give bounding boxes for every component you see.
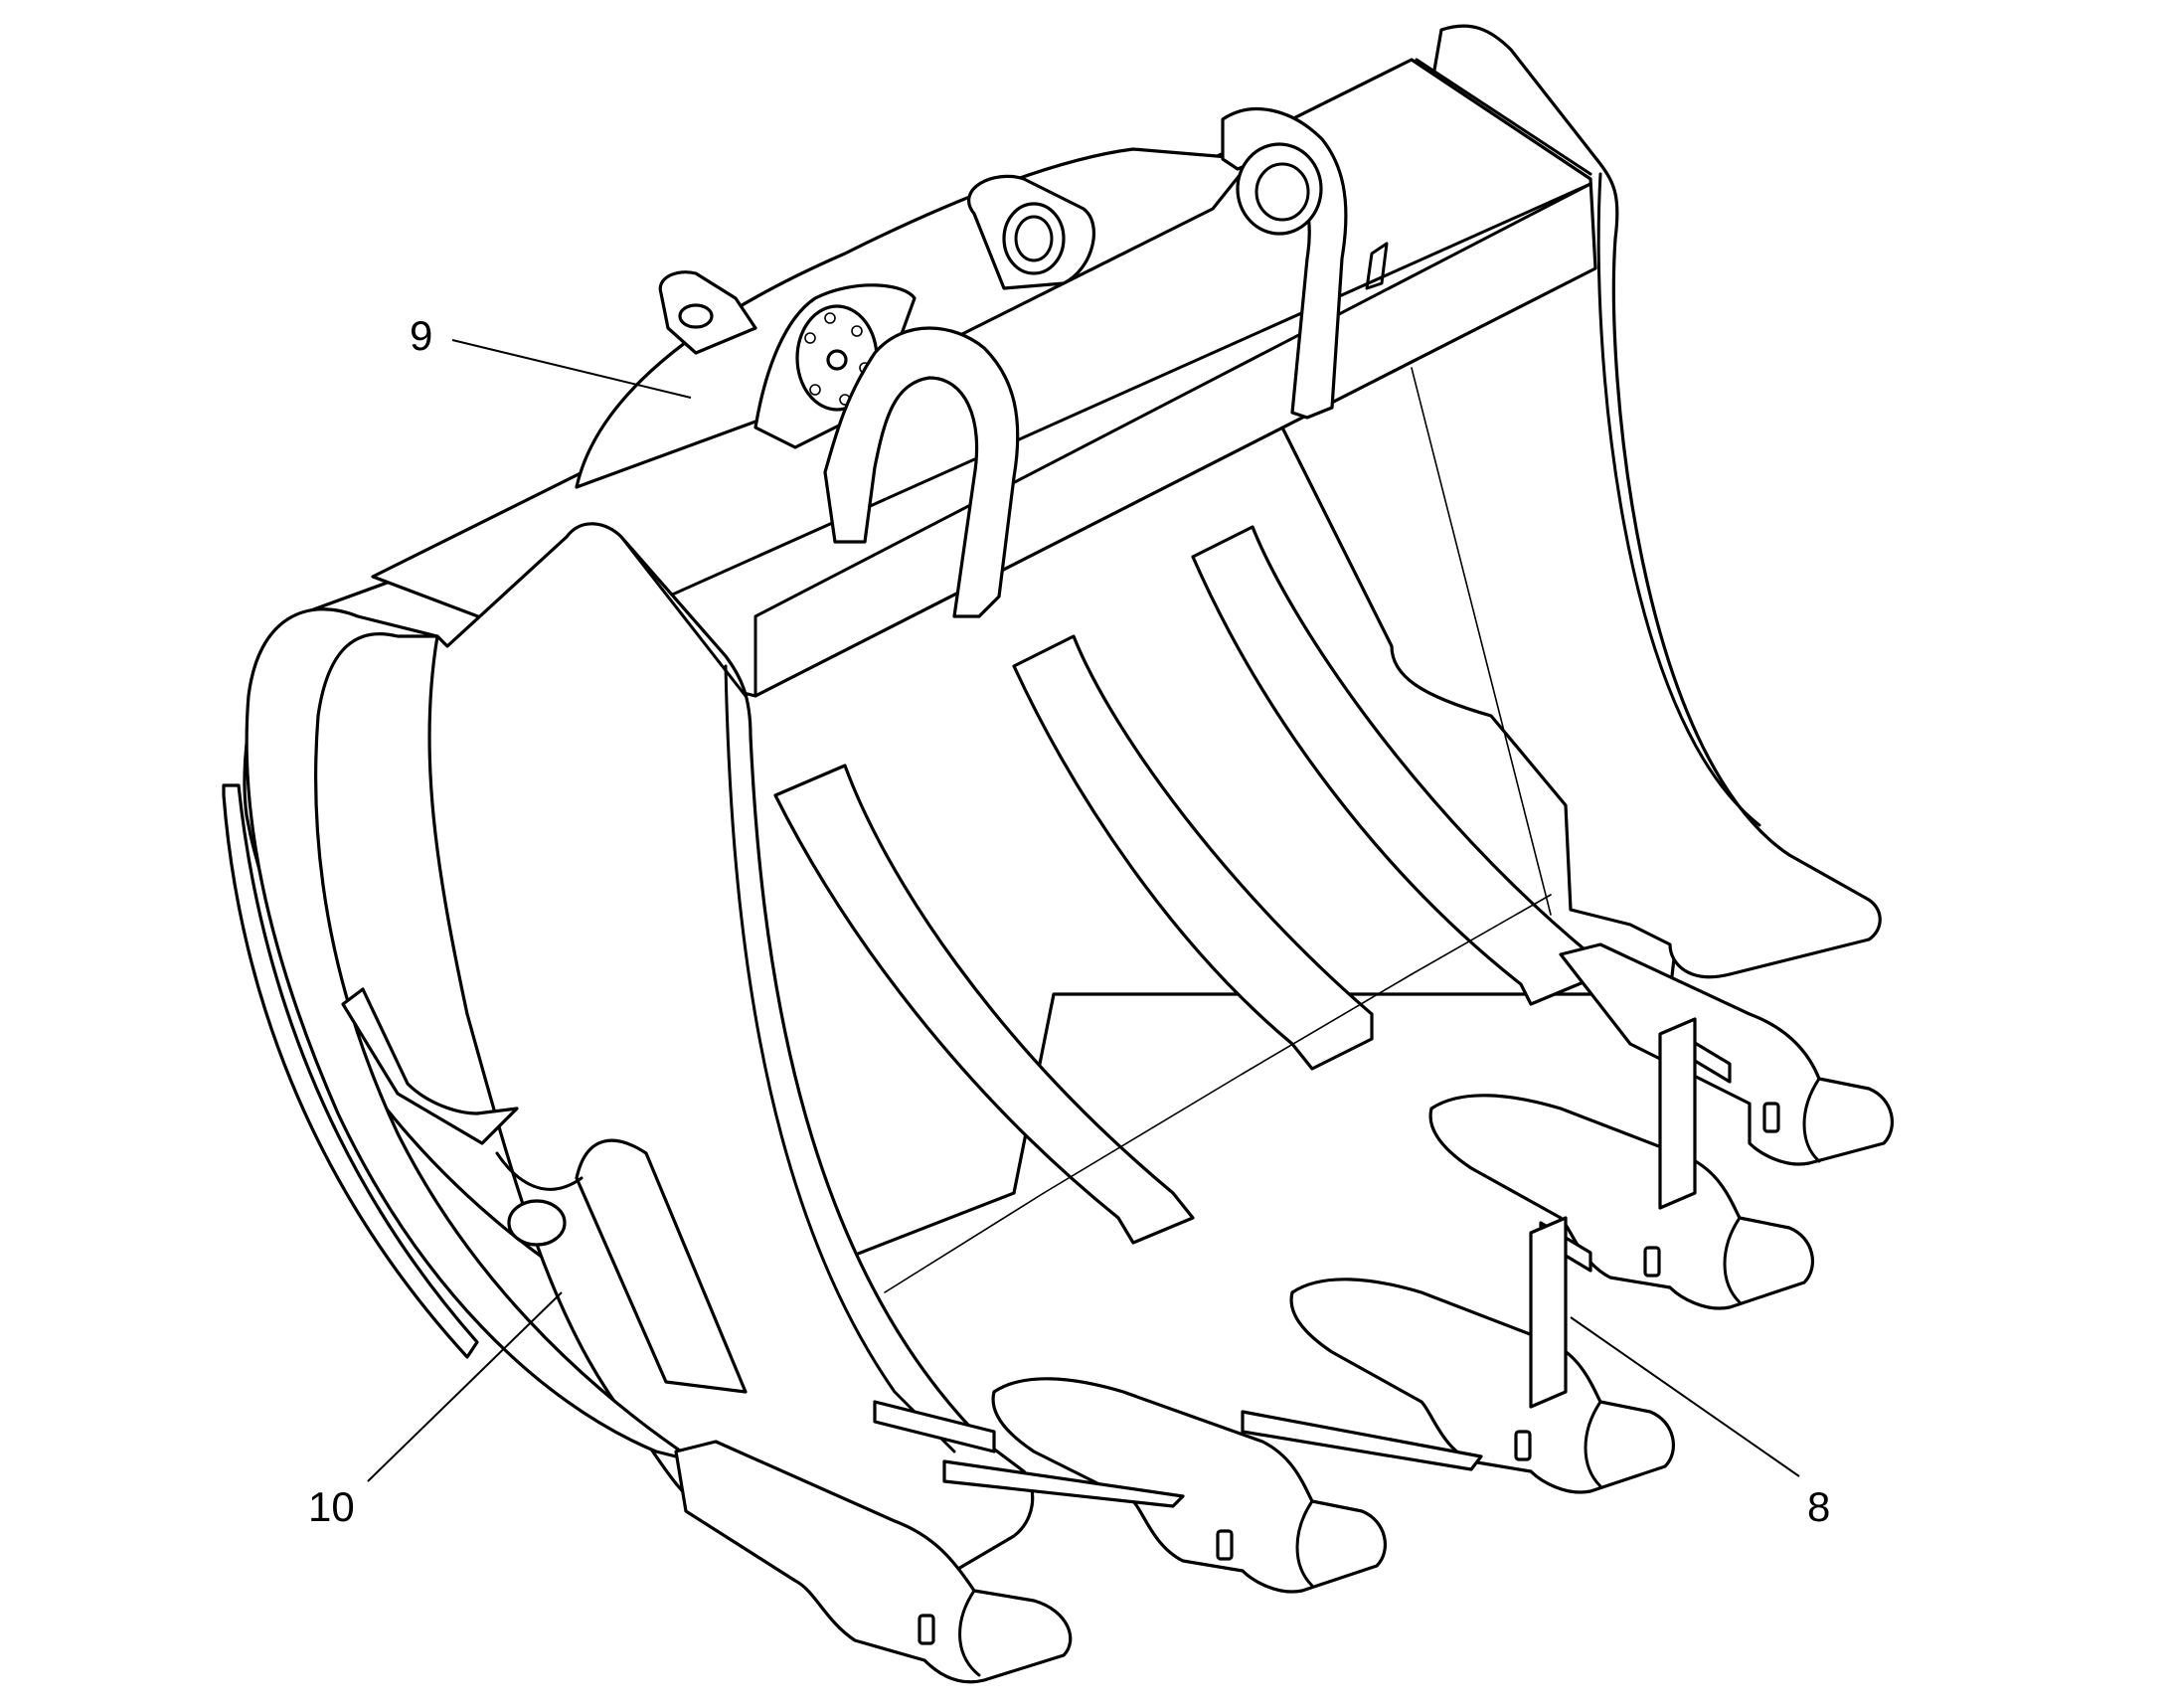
callout-label-9: 9 xyxy=(410,312,432,359)
callout-8: 8 xyxy=(1570,1316,1830,1530)
tooth-tip-5 xyxy=(1559,942,1894,1166)
callout-9: 9 xyxy=(410,312,692,399)
leader-line-10 xyxy=(367,1291,563,1482)
tooth-tip-1 xyxy=(674,1440,1073,1684)
callout-label-8: 8 xyxy=(1807,1483,1830,1530)
front-hook-ears xyxy=(823,107,1389,618)
tooth-tip-3 xyxy=(1289,1278,1675,1494)
wear-plates xyxy=(873,1032,1732,1508)
left-rim-strip xyxy=(222,607,698,1463)
tooth-tip-4 xyxy=(1428,1094,1814,1310)
callout-label-10: 10 xyxy=(308,1483,355,1530)
leader-line-8 xyxy=(1570,1316,1800,1477)
leader-line-9 xyxy=(451,339,692,399)
upper-boss-plate xyxy=(575,147,1254,489)
callout-10: 10 xyxy=(308,1291,563,1530)
shank-plate xyxy=(1529,1017,1697,1409)
